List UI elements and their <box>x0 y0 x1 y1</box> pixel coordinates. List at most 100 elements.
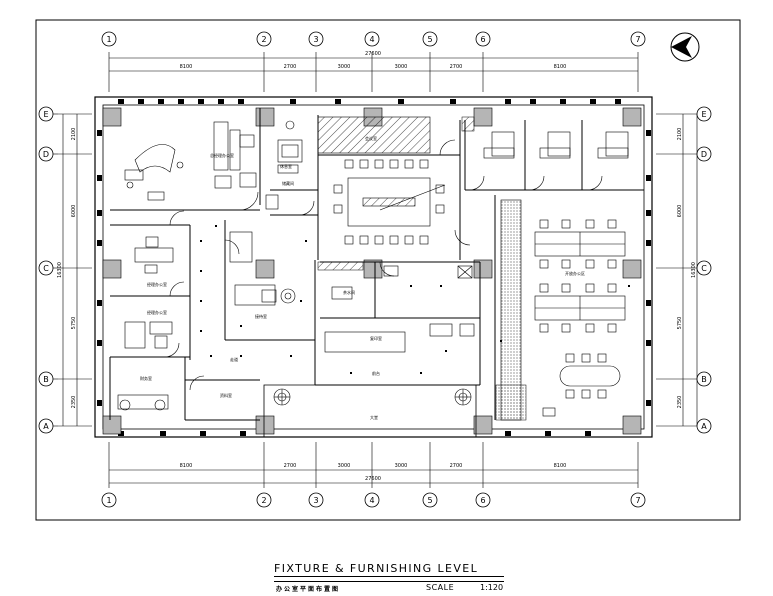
grid-label-right-c: C <box>701 264 707 273</box>
drawing-title: FIXTURE & FURNISHING LEVEL <box>274 562 504 577</box>
grid-label-bottom-1: 1 <box>106 496 111 505</box>
grid-label-left-a: A <box>43 422 49 431</box>
grid-bubbles-bottom: 1 2 3 4 5 6 7 <box>101 492 646 508</box>
dim-right-2: 6000 <box>677 205 683 218</box>
grid-label-top-6: 6 <box>480 35 485 44</box>
dim-right-4: 2350 <box>677 396 683 409</box>
dimension-text-left: 16300 2100 6000 5750 2350 <box>57 128 77 409</box>
grid-bubbles-left: E D C B A <box>38 106 58 434</box>
dim-top-4: 3000 <box>395 64 408 70</box>
dim-top-3: 3000 <box>338 64 351 70</box>
dim-top-1: 8100 <box>180 64 193 70</box>
grid-label-bottom-4: 4 <box>369 496 374 505</box>
grid-bubbles-right: E D C B A <box>696 106 712 434</box>
grid-label-bottom-2: 2 <box>261 496 266 505</box>
dim-top-5: 2700 <box>450 64 463 70</box>
grid-label-top-7: 7 <box>635 35 640 44</box>
hatched-area-small <box>461 116 475 132</box>
planter-corner <box>495 384 527 421</box>
grid-bubbles-top: 1 2 3 4 5 6 7 <box>101 31 646 47</box>
label-archive: 资料室 <box>220 392 232 398</box>
dim-right-1: 2100 <box>677 128 683 141</box>
grid-label-top-2: 2 <box>261 35 266 44</box>
dim-left-4: 2350 <box>71 396 77 409</box>
center-furniture <box>229 231 475 353</box>
grid-label-left-d: D <box>43 150 49 159</box>
scale-label: SCALE <box>426 583 455 592</box>
grid-label-top-3: 3 <box>313 35 318 44</box>
dimension-text-top: 27600 8100 2700 3000 3000 2700 8100 <box>180 51 567 70</box>
drawing-subtitle: 办公室平面布置图 <box>276 586 341 593</box>
workstation-clusters <box>534 219 626 417</box>
grid-label-bottom-7: 7 <box>635 496 640 505</box>
label-lounge: 休息室 <box>280 163 292 169</box>
grid-label-right-b: B <box>701 375 707 384</box>
dimension-top <box>108 52 639 92</box>
doors <box>164 139 603 391</box>
dim-bottom-1: 8100 <box>180 463 193 469</box>
grid-label-left-e: E <box>43 110 48 119</box>
label-gm-office: 总经理办公室 <box>210 152 234 158</box>
title-underline <box>274 581 504 582</box>
dim-top-total: 27600 <box>365 51 381 57</box>
dim-left-1: 2100 <box>71 128 77 141</box>
room-labels: 总经理办公室 休息室 会议室 经理办公室 经理办公室 财务室 接待室 走道 茶水… <box>140 135 585 420</box>
grid-label-right-d: D <box>701 150 707 159</box>
gm-office-furniture <box>124 121 257 201</box>
dim-right-total: 16300 <box>691 262 697 278</box>
grid-label-top-5: 5 <box>427 35 432 44</box>
dim-bottom-3: 3000 <box>338 463 351 469</box>
grid-label-right-a: A <box>701 422 707 431</box>
dimension-left <box>58 113 92 427</box>
lounge-furniture <box>265 120 303 210</box>
dim-bottom-6: 8100 <box>554 463 567 469</box>
dimension-bottom <box>108 442 639 488</box>
dim-left-3: 5750 <box>71 317 77 330</box>
dim-right-3: 5750 <box>677 317 683 330</box>
dim-top-6: 8100 <box>554 64 567 70</box>
label-workstation: 开放办公区 <box>565 270 585 276</box>
label-storage: 储藏间 <box>282 180 294 186</box>
dimension-text-right: 16300 2100 6000 5750 2350 <box>677 128 697 409</box>
dim-bottom-4: 3000 <box>395 463 408 469</box>
dim-bottom-5: 2700 <box>450 463 463 469</box>
dim-bottom-2: 2700 <box>284 463 297 469</box>
fixture-dots <box>200 225 630 374</box>
label-copy: 复印室 <box>370 335 382 341</box>
label-manager-a: 经理办公室 <box>147 281 167 287</box>
label-finance: 财务室 <box>140 375 152 381</box>
label-manager-b: 经理办公室 <box>147 309 167 315</box>
right-office-furniture <box>483 131 629 159</box>
grid-label-left-b: B <box>43 375 49 384</box>
dimension-text-bottom: 8100 2700 3000 3000 2700 8100 27600 <box>180 463 567 482</box>
dim-left-2: 6000 <box>71 205 77 218</box>
north-arrow-icon <box>670 32 700 62</box>
grid-label-bottom-3: 3 <box>313 496 318 505</box>
grid-label-top-1: 1 <box>106 35 111 44</box>
meeting-table <box>333 159 446 245</box>
grid-label-bottom-5: 5 <box>427 496 432 505</box>
scale-value: 1:120 <box>480 583 504 592</box>
grid-label-left-c: C <box>43 264 49 273</box>
grid-label-top-4: 4 <box>369 35 374 44</box>
grid-label-bottom-6: 6 <box>480 496 485 505</box>
grid-label-right-e: E <box>701 110 706 119</box>
lobby-outline <box>263 384 477 437</box>
label-lobby: 大堂 <box>370 414 378 420</box>
dim-top-2: 2700 <box>284 64 297 70</box>
hatched-area-meeting-top <box>317 116 431 154</box>
label-reception: 接待室 <box>255 313 267 319</box>
label-corridor: 走道 <box>230 356 238 362</box>
dim-left-total: 16300 <box>57 262 63 278</box>
sheet-border <box>35 19 741 521</box>
title-block: FIXTURE & FURNISHING LEVEL <box>274 562 504 577</box>
label-meeting: 会议室 <box>365 135 377 141</box>
plant-icons <box>273 388 472 406</box>
label-pantry: 茶水间 <box>343 289 355 295</box>
left-office-furniture <box>117 236 174 411</box>
dim-bottom-total: 27600 <box>365 476 381 482</box>
label-front: 前台 <box>372 370 380 376</box>
hatched-strip <box>317 261 364 271</box>
